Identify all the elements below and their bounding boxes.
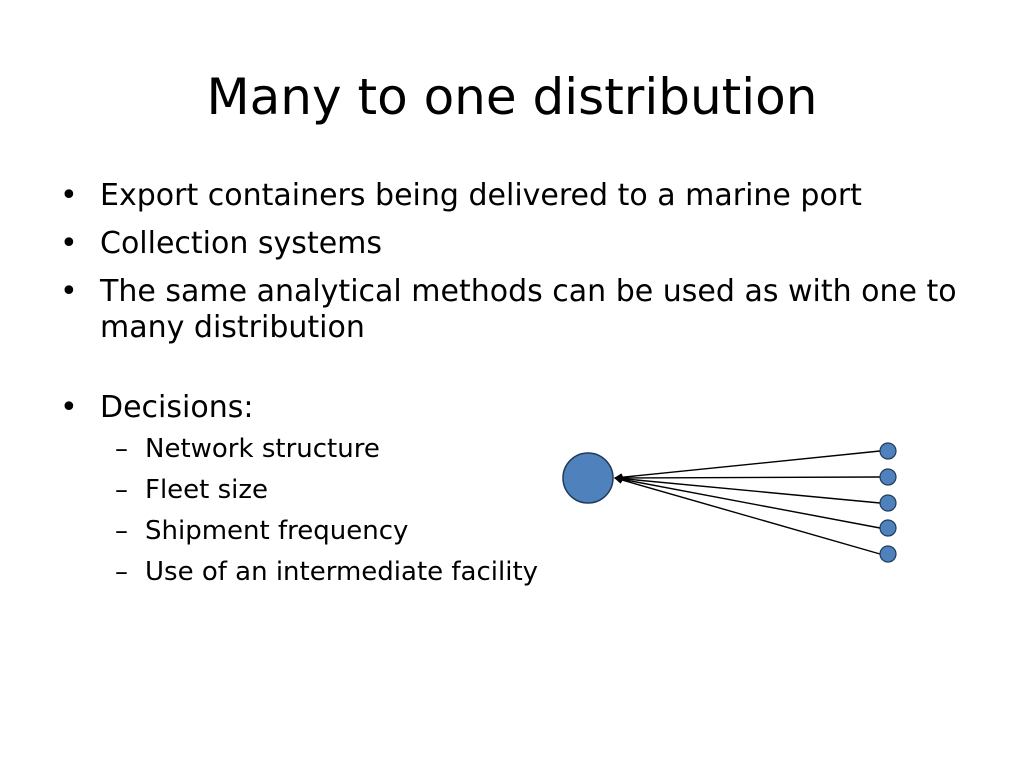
- decisions-sublist: – Network structure – Fleet size – Shipm…: [100, 432, 960, 589]
- sub-bullet-text: Fleet size: [145, 475, 269, 505]
- sub-bullet-item: – Use of an intermediate facility: [100, 555, 960, 589]
- bullet-marker: •: [60, 274, 78, 309]
- sub-bullet-text: Network structure: [145, 434, 380, 464]
- origin-node: [879, 468, 897, 486]
- bullet-text: Export containers being delivered to a m…: [100, 178, 862, 213]
- dash-marker: –: [115, 516, 128, 546]
- many-to-one-diagram: [562, 442, 897, 563]
- origin-node: [879, 545, 897, 563]
- bullet-item: • Export containers being delivered to a…: [60, 178, 960, 214]
- sub-bullet-item: – Network structure: [100, 432, 960, 466]
- bullet-item: • Collection systems: [60, 226, 960, 262]
- slide-title: Many to one distribution: [206, 68, 818, 126]
- dash-marker: –: [115, 434, 128, 464]
- bullet-text: Collection systems: [100, 226, 383, 261]
- edges-layer: [614, 450, 881, 555]
- flow-arrow: [614, 474, 881, 504]
- flow-arrow: [614, 450, 881, 482]
- bullet-list: • Export containers being delivered to a…: [60, 178, 960, 601]
- nodes-layer: [562, 442, 897, 563]
- origin-node: [879, 494, 897, 512]
- bullet-text: The same analytical methods can be used …: [100, 274, 957, 345]
- sub-bullet-text: Use of an intermediate facility: [145, 557, 539, 587]
- sub-bullet-text: Shipment frequency: [145, 516, 409, 546]
- sub-bullet-item: – Shipment frequency: [100, 514, 960, 548]
- sub-bullet-item: – Fleet size: [100, 473, 960, 507]
- dash-marker: –: [115, 475, 128, 505]
- flow-arrow: [614, 473, 881, 482]
- bullet-marker: •: [60, 390, 78, 425]
- bullet-marker: •: [60, 226, 78, 261]
- flow-arrow: [614, 475, 881, 529]
- hub-node: [562, 452, 614, 504]
- decisions-label: Decisions:: [100, 390, 254, 425]
- decisions-item: • Decisions: – Network structure – Fleet…: [60, 390, 960, 589]
- bullet-item: • The same analytical methods can be use…: [60, 274, 960, 346]
- origin-node: [879, 442, 897, 460]
- dash-marker: –: [115, 557, 128, 587]
- bullet-marker: •: [60, 178, 78, 213]
- origin-node: [879, 519, 897, 537]
- flow-arrow: [614, 476, 881, 555]
